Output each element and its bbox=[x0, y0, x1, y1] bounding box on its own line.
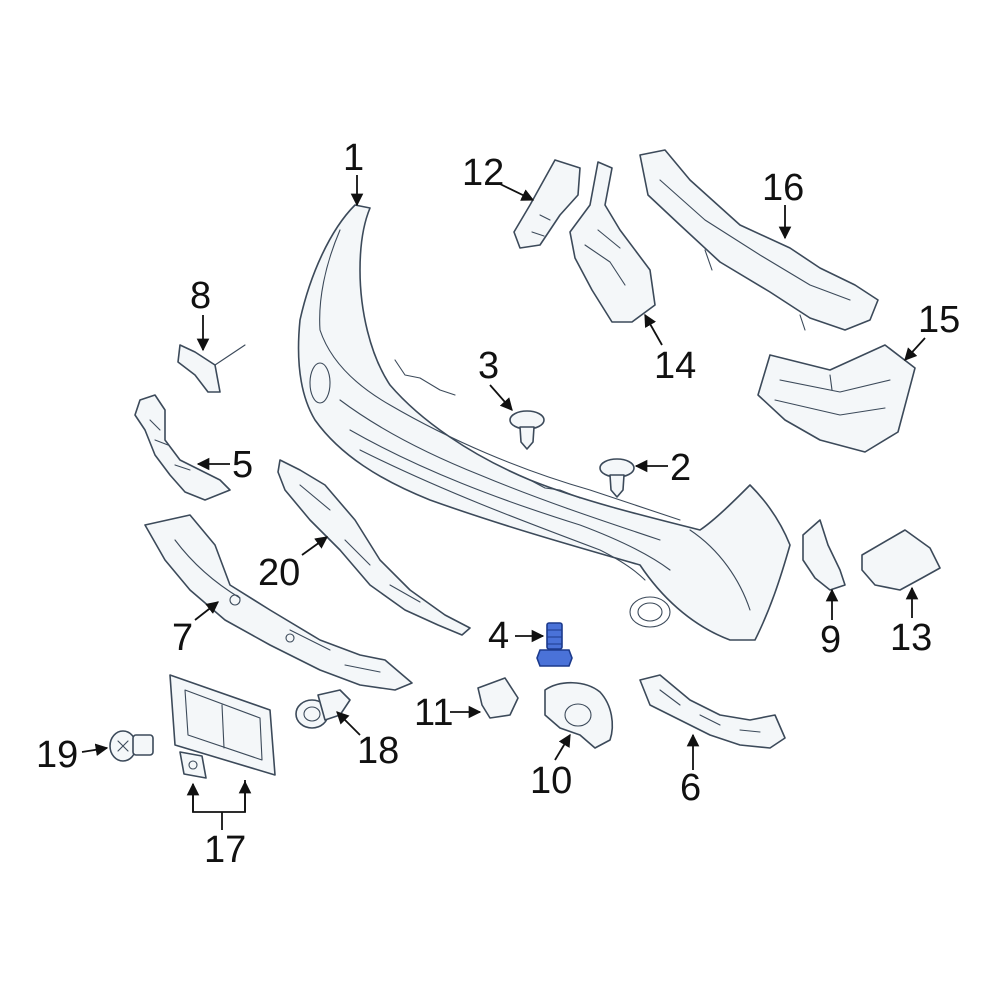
callout-6: 6 bbox=[680, 767, 701, 809]
part-1-bumper-cover[interactable] bbox=[297, 204, 791, 641]
callout-8: 8 bbox=[190, 275, 211, 317]
part-12-upper-side-bracket[interactable] bbox=[513, 159, 581, 249]
callout-7: 7 bbox=[172, 617, 193, 659]
callout-5: 5 bbox=[232, 444, 253, 486]
leader-14 bbox=[644, 313, 663, 346]
callout-2: 2 bbox=[670, 447, 691, 489]
leader-12 bbox=[499, 183, 535, 201]
part-8-small-bracket[interactable] bbox=[177, 344, 246, 393]
leader-19 bbox=[81, 743, 109, 757]
part-16-reinforcement-bar[interactable] bbox=[639, 149, 879, 331]
callout-14: 14 bbox=[654, 345, 696, 387]
callout-15: 15 bbox=[918, 299, 960, 341]
callout-19: 19 bbox=[36, 734, 78, 776]
part-19-screw[interactable] bbox=[109, 730, 154, 762]
part-6-lower-bracket[interactable] bbox=[639, 674, 786, 749]
part-5-side-bracket[interactable] bbox=[134, 394, 231, 501]
part-13-corner-bracket[interactable] bbox=[861, 529, 941, 591]
callout-12: 12 bbox=[462, 152, 504, 194]
part-9-corner-bracket[interactable] bbox=[802, 519, 846, 591]
callout-3: 3 bbox=[478, 345, 499, 387]
part-11-small-bracket[interactable] bbox=[477, 677, 519, 719]
callout-18: 18 bbox=[357, 730, 399, 772]
part-18-grommet[interactable] bbox=[295, 689, 351, 729]
part-17-license-plate-bracket[interactable] bbox=[169, 674, 276, 779]
callout-10: 10 bbox=[530, 760, 572, 802]
callout-16: 16 bbox=[762, 167, 804, 209]
callout-11: 11 bbox=[414, 692, 453, 734]
part-10-fog-lamp-bracket[interactable] bbox=[544, 681, 614, 749]
part-15-energy-absorber[interactable] bbox=[757, 344, 916, 453]
part-2-push-clip[interactable] bbox=[599, 458, 635, 498]
leader-7 bbox=[194, 601, 219, 621]
leader-18 bbox=[336, 711, 361, 736]
leader-10 bbox=[554, 733, 571, 761]
leader-3 bbox=[489, 384, 513, 411]
part-14-support-bracket[interactable] bbox=[569, 161, 656, 323]
part-4-bolt[interactable] bbox=[536, 622, 573, 667]
part-20-grille-reinforcement[interactable] bbox=[277, 459, 471, 636]
callout-17: 17 bbox=[204, 829, 246, 871]
callout-4: 4 bbox=[488, 615, 509, 657]
leader-17-bracket bbox=[192, 780, 246, 813]
leader-20 bbox=[301, 536, 329, 556]
leader-15 bbox=[904, 337, 926, 361]
part-7-lower-reinforcement[interactable] bbox=[144, 514, 413, 691]
callout-20: 20 bbox=[258, 552, 300, 594]
callout-1: 1 bbox=[343, 137, 364, 179]
callout-13: 13 bbox=[890, 617, 932, 659]
callout-9: 9 bbox=[820, 619, 841, 661]
part-3-push-clip[interactable] bbox=[509, 410, 545, 450]
